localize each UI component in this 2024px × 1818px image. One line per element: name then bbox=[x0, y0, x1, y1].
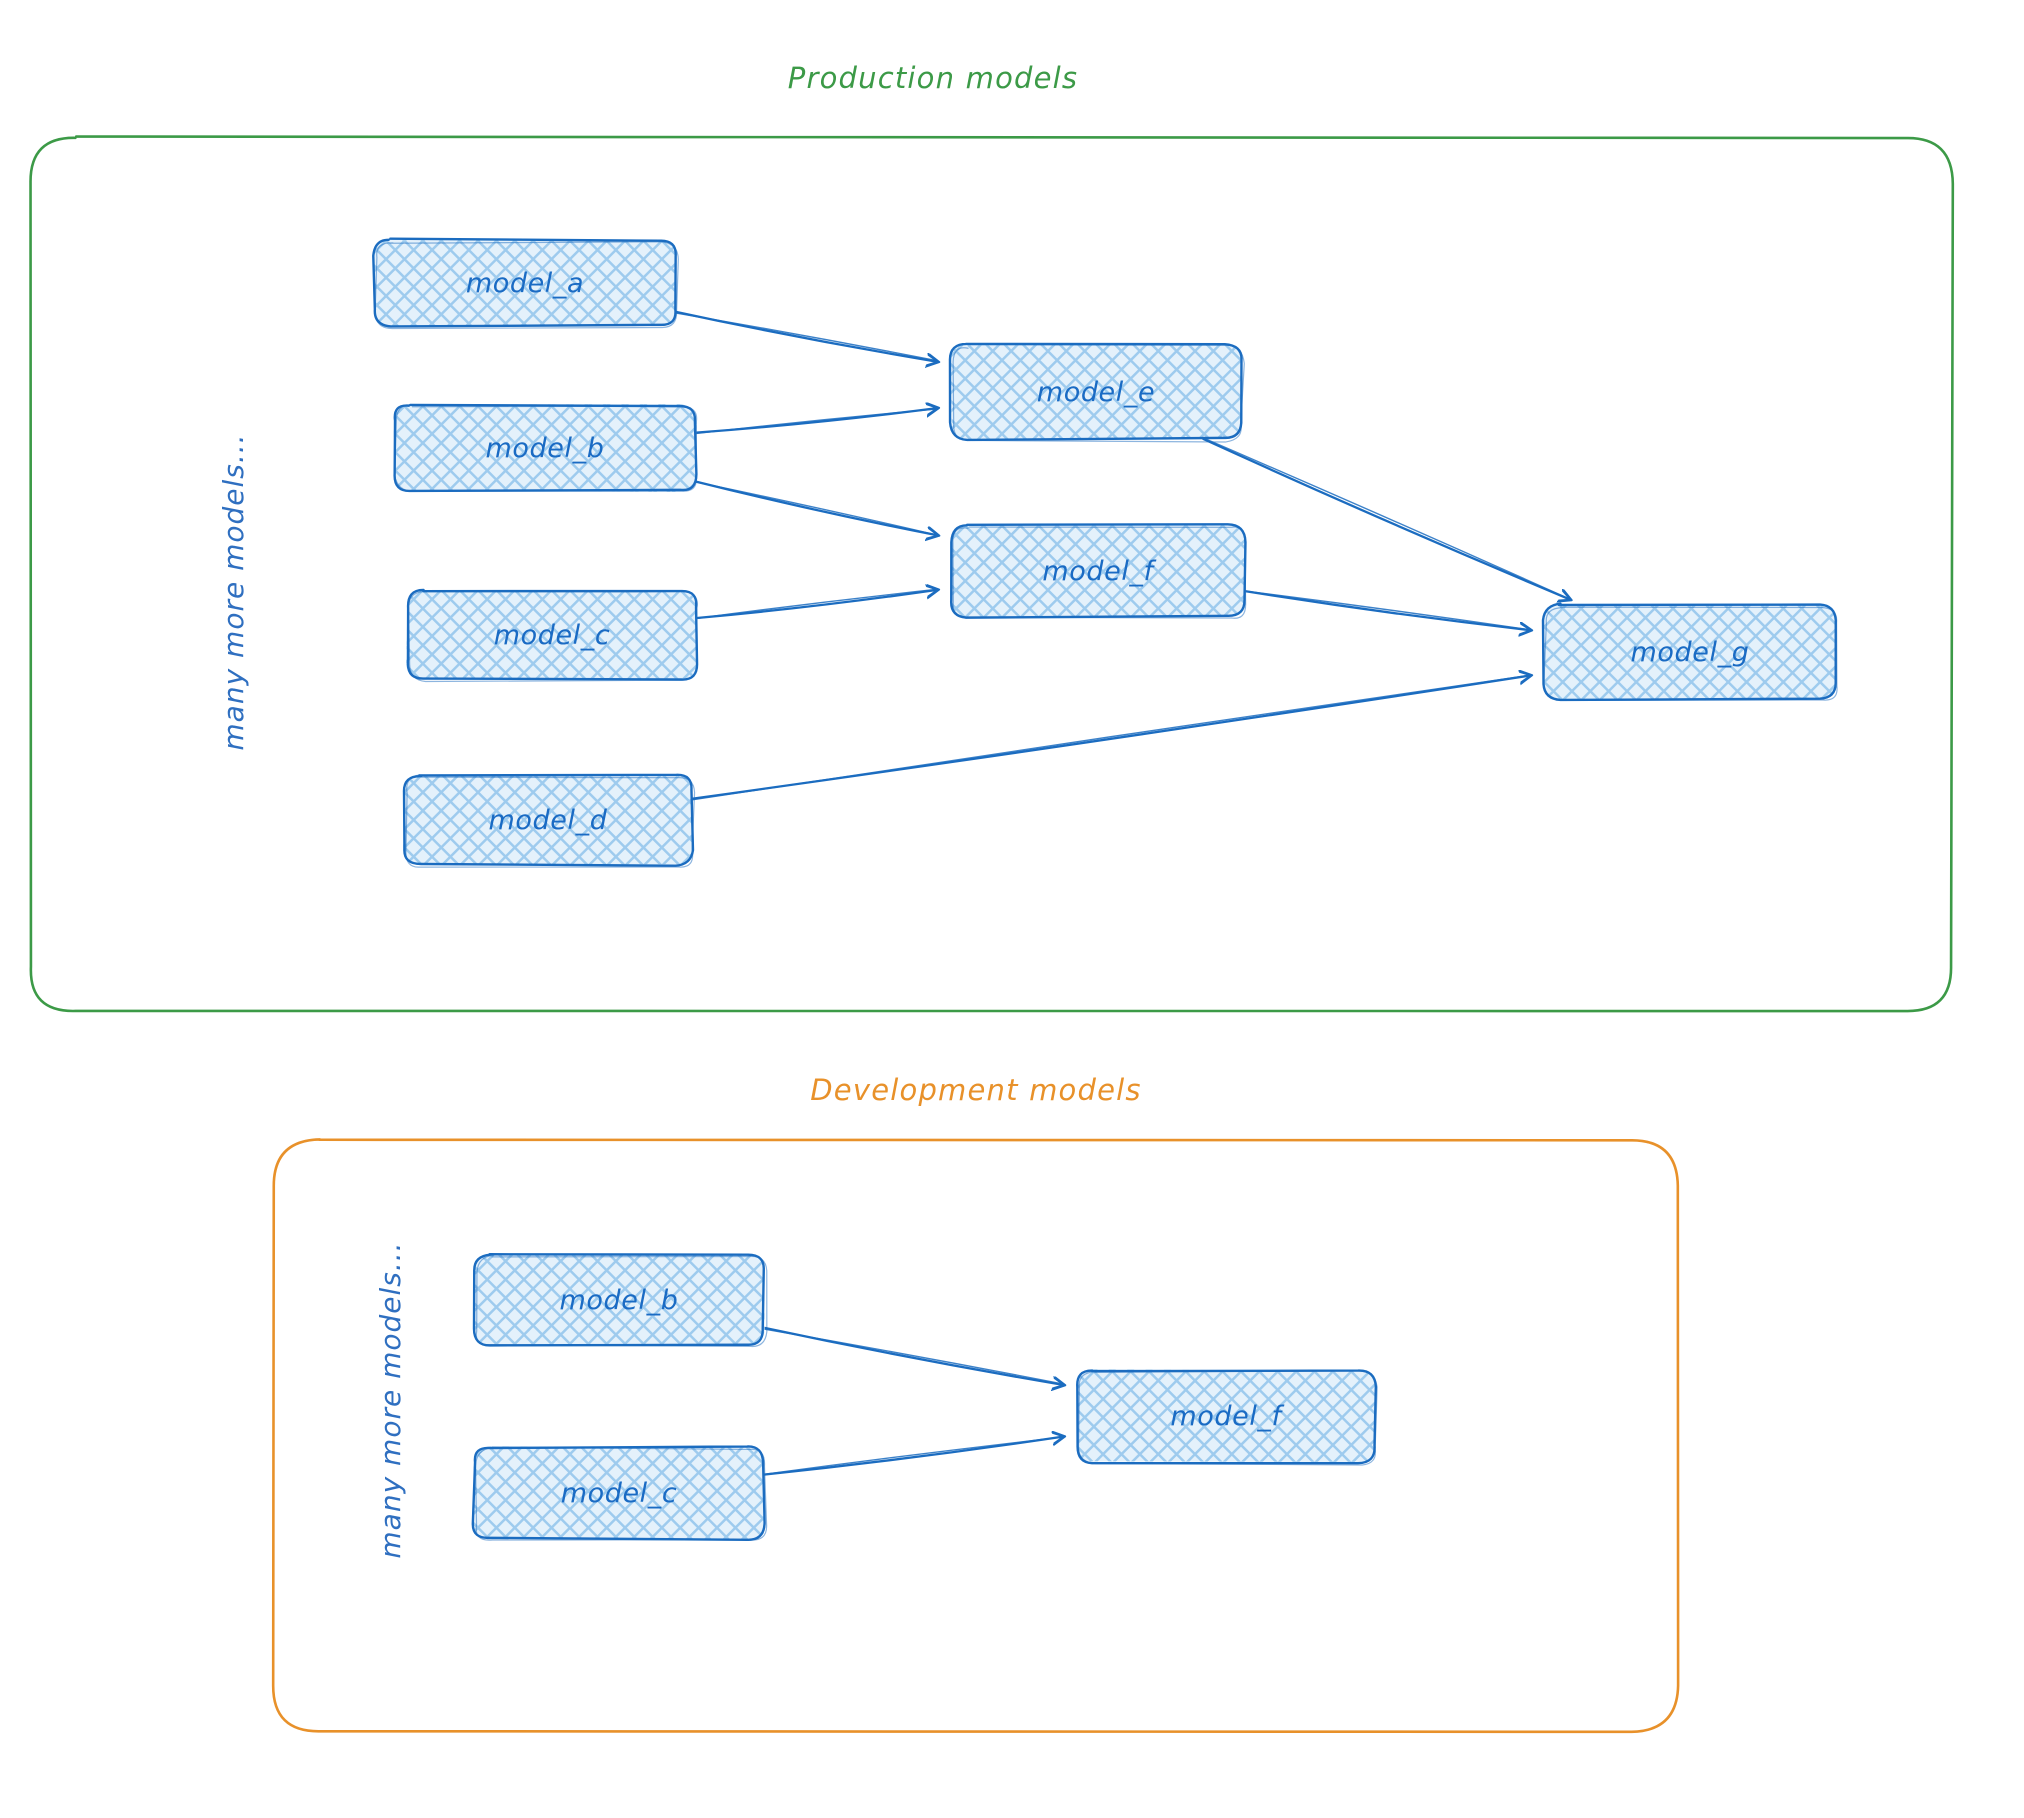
node-fill bbox=[1543, 604, 1837, 700]
edge-dev_model_c-to-dev_model_f bbox=[762, 1437, 1064, 1476]
node-outline-sketch bbox=[474, 1446, 768, 1541]
node-fill bbox=[950, 344, 1242, 440]
model-node-prod_model_g[interactable]: model_g bbox=[1541, 602, 1838, 702]
model-node-dev_model_f[interactable]: model_f bbox=[1076, 1369, 1378, 1466]
node-outline bbox=[472, 1253, 765, 1347]
edge-prod_model_b-to-prod_model_e bbox=[694, 408, 938, 435]
node-outline-sketch bbox=[475, 1254, 768, 1348]
node-label: model_a bbox=[466, 268, 584, 299]
node-outline-sketch bbox=[394, 404, 698, 492]
edge-prod_model_d-to-prod_model_g bbox=[690, 675, 1530, 801]
node-outline-sketch bbox=[405, 774, 696, 868]
node-fill bbox=[373, 239, 677, 327]
node-label: model_g bbox=[1631, 637, 1750, 668]
node-fill bbox=[473, 1254, 765, 1345]
edge-dev_model_b-to-dev_model_f bbox=[762, 1326, 1064, 1385]
edge-arrows bbox=[673, 310, 1571, 1476]
node-label: model_c bbox=[494, 620, 611, 651]
node-fill bbox=[403, 774, 693, 865]
node-label: model_f bbox=[1170, 1401, 1284, 1432]
node-label: model_e bbox=[1037, 377, 1155, 408]
node-label: model_c bbox=[561, 1478, 678, 1509]
node-outline bbox=[393, 403, 698, 493]
node-outline-sketch bbox=[1543, 606, 1838, 701]
model-nodes: model_a model_b model_c model_d model_emodel… bbox=[372, 237, 1838, 1541]
group-frame-development bbox=[271, 1138, 1680, 1734]
edge-prod_model_a-to-prod_model_e bbox=[673, 310, 938, 362]
group-frames bbox=[29, 135, 1955, 1734]
edge-prod_model_c-to-prod_model_f bbox=[695, 589, 937, 620]
node-label: model_f bbox=[1042, 556, 1156, 587]
node-outline-sketch bbox=[1077, 1369, 1378, 1466]
node-outline-sketch bbox=[374, 241, 679, 330]
node-label: model_d bbox=[489, 805, 608, 836]
node-fill bbox=[1076, 1369, 1376, 1462]
node-fill bbox=[393, 404, 697, 492]
model-node-prod_model_f[interactable]: model_f bbox=[950, 523, 1247, 619]
model-node-prod_model_b[interactable]: model_b bbox=[393, 403, 698, 493]
edge-prod_model_e-to-prod_model_g bbox=[1202, 437, 1570, 599]
node-fill bbox=[406, 590, 697, 680]
node-outline bbox=[406, 588, 699, 681]
model-node-prod_model_d[interactable]: model_d bbox=[402, 773, 696, 868]
group-title-development: Development models bbox=[810, 1073, 1141, 1107]
model-node-dev_model_b[interactable]: model_b bbox=[472, 1253, 768, 1348]
model-node-prod_model_e[interactable]: model_e bbox=[948, 342, 1245, 443]
edge-prod_model_f-to-prod_model_g bbox=[1243, 589, 1530, 630]
diagram-text: Production models many more models... Deve… bbox=[217, 61, 1141, 1559]
node-outline-sketch bbox=[952, 526, 1247, 619]
node-label: model_b bbox=[560, 1285, 679, 1316]
side-note-production: many more models... bbox=[217, 433, 250, 750]
model-node-prod_model_c[interactable]: model_c bbox=[406, 588, 699, 683]
node-fill bbox=[473, 1446, 765, 1540]
group-title-production: Production models bbox=[788, 61, 1078, 95]
node-fill bbox=[950, 524, 1246, 617]
side-note-development: many more models... bbox=[374, 1241, 407, 1558]
group-frame-production bbox=[29, 135, 1955, 1013]
model-node-prod_model_a[interactable]: model_a bbox=[372, 237, 679, 330]
edge-prod_model_b-to-prod_model_f bbox=[694, 480, 937, 536]
node-outline-sketch bbox=[407, 590, 698, 683]
model-node-dev_model_c[interactable]: model_c bbox=[471, 1445, 768, 1541]
node-label: model_b bbox=[486, 433, 605, 464]
node-outline-sketch bbox=[952, 344, 1245, 443]
